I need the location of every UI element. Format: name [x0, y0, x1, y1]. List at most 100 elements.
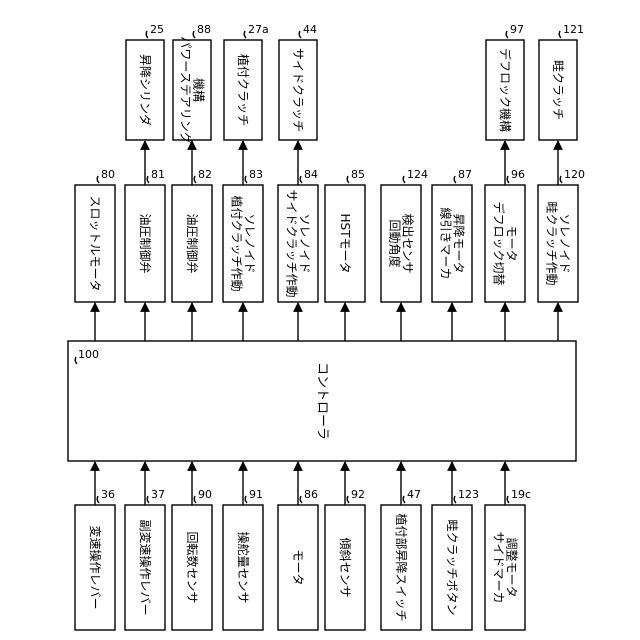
input-device: 植付部昇降スイッチ47: [381, 488, 421, 630]
driver-device-label-line: 油圧制御弁: [138, 213, 153, 273]
driver-device-ref-leader: [97, 176, 99, 183]
output-device: パワーステアリング機構88: [173, 23, 211, 144]
output-device-ref-leader: [146, 31, 148, 38]
input-device-ref-leader: [97, 496, 99, 503]
driver-device-ref: 120: [564, 168, 585, 181]
input-device-ref: 19c: [511, 488, 531, 501]
output-device: デフロック機構 97: [486, 23, 524, 140]
driver-device-ref: 124: [407, 168, 428, 181]
input-device: モータ 86: [278, 488, 318, 630]
input-device-ref: 92: [351, 488, 365, 501]
input-device-ref: 36: [101, 488, 115, 501]
driver-device-label-line: 畦クラッチ作動: [545, 201, 559, 285]
output-device-ref-leader: [559, 31, 561, 38]
output-device-ref: 44: [303, 23, 317, 36]
driver-device-label-line: デフロック切替: [492, 201, 507, 285]
driver-device-ref: 83: [249, 168, 263, 181]
input-device: 傾斜センサ 92: [325, 488, 365, 630]
output-device: 畦クラッチ 121: [539, 23, 584, 140]
input-device-label-line: モータ: [291, 549, 305, 585]
output-device-label-line: パワーステアリング: [179, 36, 193, 143]
driver-device-ref: 85: [351, 168, 365, 181]
input-device-ref: 86: [304, 488, 318, 501]
input-device-label-line: 変速操作レバー: [88, 525, 103, 609]
driver-device-label-line: 回動角度: [388, 219, 403, 267]
driver-device: 回動角度検出センサ124: [381, 168, 428, 302]
input-device-ref-leader: [300, 496, 302, 503]
output-device-ref: 25: [150, 23, 164, 36]
controller-block: コントローラ 100: [68, 341, 576, 461]
input-device-label-line: 操舵量センサ: [236, 531, 251, 603]
output-device-label-line: 植付クラッチ: [236, 54, 251, 126]
input-device-label-line: 傾斜センサ: [338, 537, 352, 597]
input-device-ref: 90: [198, 488, 212, 501]
output-device-ref-leader: [193, 31, 195, 38]
driver-device: 油圧制御弁 81: [125, 168, 165, 302]
output-device-ref: 97: [510, 23, 524, 36]
driver-row: スロットルモータ80油圧制御弁81油圧制御弁82植付クラッチ作動ソレノイド83サ…: [75, 168, 585, 341]
driver-device: 油圧制御弁82: [172, 168, 212, 302]
driver-device-ref: 81: [151, 168, 165, 181]
output-device-label-line: 畦クラッチ: [551, 60, 565, 120]
driver-device: HSTモータ 85: [325, 168, 365, 302]
output-device-ref-leader: [506, 31, 508, 38]
controller-label: コントローラ: [315, 362, 330, 440]
driver-device-label-line: HSTモータ: [338, 214, 352, 274]
output-devices-row: 昇降シリンダ 25 パワーステアリング機構88 植付クラッチ 27a サイドクラッチ 44 デ…: [126, 23, 584, 185]
driver-device-ref-leader: [454, 176, 456, 183]
input-device-label-line: 畦クラッチボタン: [445, 519, 459, 615]
driver-device-ref-leader: [560, 176, 562, 183]
output-device-ref: 27a: [248, 23, 269, 36]
output-device: 植付クラッチ 27a: [224, 23, 269, 140]
input-device-ref: 37: [151, 488, 165, 501]
driver-device-ref-leader: [245, 176, 247, 183]
driver-device-label-line: 昇降モータ: [452, 213, 466, 273]
output-device-ref: 88: [197, 23, 211, 36]
input-device-label-line: 回転数センサ: [185, 531, 200, 603]
driver-device-label-line: 油圧制御弁: [185, 213, 200, 273]
input-device-ref-leader: [194, 496, 196, 503]
input-device-ref-leader: [147, 496, 149, 503]
input-device-ref-leader: [454, 496, 456, 503]
driver-device-ref-leader: [300, 176, 302, 183]
controller-ref: 100: [78, 348, 99, 361]
driver-device: 畦クラッチ作動ソレノイド 120: [538, 168, 585, 302]
input-device-ref-leader: [245, 496, 247, 503]
input-device-label-line: サイドマーカ: [492, 531, 506, 603]
driver-device-ref-leader: [147, 176, 149, 183]
driver-device-ref-leader: [347, 176, 349, 183]
input-device-ref-leader: [403, 496, 405, 503]
driver-device-label-line: ソレノイド: [558, 213, 572, 273]
output-device-ref: 121: [563, 23, 584, 36]
driver-device-ref-leader: [403, 176, 405, 183]
driver-device-label-line: スロットルモータ: [88, 195, 102, 291]
driver-device-label-line: 植付クラッチ作動: [230, 195, 245, 291]
output-device: サイドクラッチ 44: [279, 23, 317, 140]
input-device-label-line: 副変速操作レバー: [138, 519, 153, 615]
driver-device-ref: 84: [304, 168, 318, 181]
driver-device-ref: 96: [511, 168, 525, 181]
input-device: 回転数センサ 90: [172, 488, 212, 630]
output-device-label-line: 昇降シリンダ: [138, 54, 153, 126]
input-device-ref-leader: [507, 496, 509, 503]
driver-device: スロットルモータ 80: [75, 168, 115, 302]
output-device-label-line: サイドクラッチ: [291, 48, 305, 132]
driver-device: デフロック切替モータ96: [485, 168, 525, 302]
input-device-label-line: 調整モータ: [505, 537, 520, 597]
driver-device-ref-leader: [507, 176, 509, 183]
driver-device-label-line: サイドクラッチ作動: [285, 189, 299, 297]
output-device-ref-leader: [244, 31, 246, 38]
input-device-label-line: 植付部昇降スイッチ: [394, 513, 409, 621]
driver-device: 線引きマーカ昇降モータ87: [432, 168, 472, 302]
output-device-label-line: デフロック機構: [498, 48, 513, 132]
input-device-ref: 91: [249, 488, 263, 501]
input-device: 副変速操作レバー 37: [125, 488, 165, 630]
driver-device: サイドクラッチ作動ソレノイド84: [278, 168, 318, 302]
driver-device-label-line: ソレノイド: [243, 213, 257, 273]
input-device: 操舵量センサ 91: [223, 488, 263, 630]
output-device: 昇降シリンダ 25: [126, 23, 164, 140]
input-devices-row: 変速操作レバー 36 副変速操作レバー 37 回転数センサ 90 操舵量センサ 91 モータ 86…: [75, 462, 531, 630]
driver-device-ref: 80: [101, 168, 115, 181]
input-device-ref-leader: [347, 496, 349, 503]
